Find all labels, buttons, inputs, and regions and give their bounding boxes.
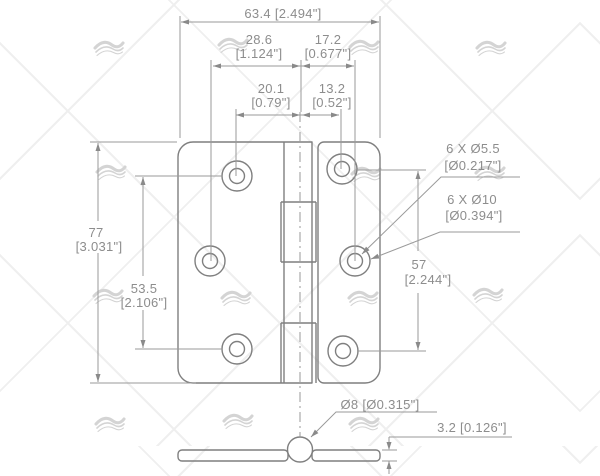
dim-left-vspacing-mm: 53.5 xyxy=(131,281,158,296)
arrowhead-icon xyxy=(140,340,146,348)
side-right-leaf xyxy=(311,449,381,462)
arrowhead-icon xyxy=(371,19,379,25)
dim-right-span-mm: 17.2 xyxy=(315,32,342,47)
screw-hole xyxy=(221,160,253,192)
wave-watermark-icon xyxy=(348,39,380,57)
dim-height-in: [3.031"] xyxy=(76,239,123,254)
hole-countersink xyxy=(327,335,359,367)
wave-watermark-icon xyxy=(348,416,380,434)
callout-pin-diameter: Ø8 [Ø0.315"] xyxy=(340,397,419,412)
hole-countersink xyxy=(326,153,358,185)
screw-hole xyxy=(194,245,226,277)
dimension-labels: 63.4 [2.494"] 28.6 [1.124"] 17.2 [0.677"… xyxy=(76,6,507,435)
hole-countersink xyxy=(221,160,253,192)
hole-bore xyxy=(228,167,246,185)
hole-countersink xyxy=(221,333,253,365)
dim-right-span-in: [0.677"] xyxy=(305,46,352,61)
arrowhead-icon xyxy=(331,112,339,118)
arrowhead-icon xyxy=(95,143,101,151)
dimension-lines xyxy=(97,21,512,474)
wave-watermark-icon xyxy=(222,413,254,431)
arrowhead-icon xyxy=(292,63,300,69)
dim-left-hole-in: [0.79"] xyxy=(251,95,290,110)
arrowhead-icon xyxy=(362,246,370,254)
arrowhead-icon xyxy=(386,442,392,450)
callout-small-holes-line2: [Ø0.217"] xyxy=(444,158,501,173)
dim-left-hole-mm: 20.1 xyxy=(258,81,285,96)
arrowhead-icon xyxy=(302,112,310,118)
hinge-side-view xyxy=(177,436,381,463)
arrowhead-icon xyxy=(140,177,146,185)
arrowhead-icon xyxy=(415,342,421,350)
side-left-leaf xyxy=(177,449,289,462)
dim-right-hole-in: [0.52"] xyxy=(312,95,351,110)
dim-left-span-in: [1.124"] xyxy=(236,46,283,61)
wave-watermark-icon xyxy=(475,40,507,58)
hole-countersink xyxy=(194,245,226,277)
wave-watermark-icon xyxy=(93,40,125,58)
dim-left-span-mm: 28.6 xyxy=(246,32,273,47)
dim-right-vspacing-in: [2.244"] xyxy=(405,272,452,287)
arrowheads xyxy=(95,19,421,469)
hinge-front-view xyxy=(177,141,381,384)
dim-total-width-label: 63.4 [2.494"] xyxy=(244,6,321,21)
dim-thickness: 3.2 [0.126"] xyxy=(437,420,507,435)
arrowhead-icon xyxy=(302,63,310,69)
screw-hole xyxy=(327,335,359,367)
wave-watermark-icon xyxy=(347,290,379,308)
arrowhead-icon xyxy=(371,253,380,259)
dim-height-mm: 77 xyxy=(88,225,103,240)
arrowhead-icon xyxy=(346,63,354,69)
screw-hole xyxy=(221,333,253,365)
wave-watermark-icon xyxy=(220,290,252,308)
callout-large-holes-line1: 6 X Ø10 xyxy=(447,192,497,207)
wave-watermark-icon xyxy=(95,164,127,182)
dimension-graphics xyxy=(90,16,520,474)
arrowhead-icon xyxy=(415,171,421,179)
callout-large-holes-line2: [Ø0.394"] xyxy=(445,208,502,223)
leader-lines xyxy=(310,176,520,438)
side-pin-knuckle xyxy=(286,436,314,463)
hole-bore xyxy=(201,252,219,270)
arrowhead-icon xyxy=(95,374,101,382)
arrowhead-icon xyxy=(311,429,319,437)
callout-small-holes-line1: 6 X Ø5.5 xyxy=(446,141,500,156)
wave-watermark-icon xyxy=(472,287,504,305)
arrowhead-icon xyxy=(213,63,221,69)
screw-hole xyxy=(326,153,358,185)
dim-left-vspacing-in: [2.106"] xyxy=(121,295,168,310)
right-leaf xyxy=(317,141,381,384)
hole-bore xyxy=(333,160,351,178)
dim-right-vspacing-mm: 57 xyxy=(411,257,426,272)
extension-lines xyxy=(90,16,426,462)
arrowhead-icon xyxy=(386,461,392,469)
hole-bore xyxy=(334,342,352,360)
arrowhead-icon xyxy=(236,112,244,118)
hole-bore xyxy=(228,340,246,358)
arrowhead-icon xyxy=(181,19,189,25)
knuckle-barrel xyxy=(280,142,317,383)
dim-right-hole-mm: 13.2 xyxy=(319,81,346,96)
wave-watermark-icon xyxy=(94,416,126,434)
arrowhead-icon xyxy=(292,112,300,118)
